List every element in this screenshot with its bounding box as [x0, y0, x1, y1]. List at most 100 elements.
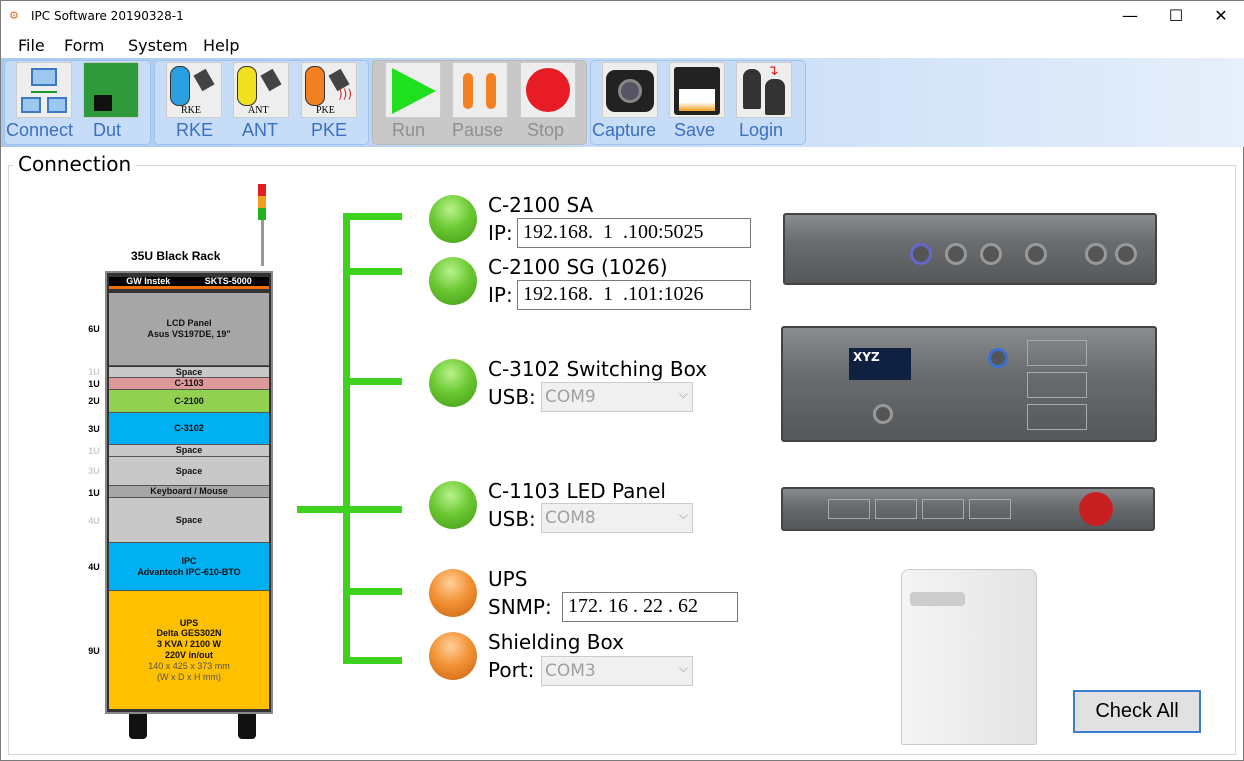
ip-input-c2100-sg[interactable]: 192.168. 1 .101:1026 — [517, 280, 751, 310]
capture-button[interactable] — [602, 62, 658, 118]
run-label: Run — [392, 120, 426, 140]
device-name: C-1103 LED Panel — [488, 479, 666, 503]
minimize-button[interactable]: — — [1122, 6, 1138, 25]
emergency-stop-icon — [1079, 492, 1113, 526]
pke-tag: PKE — [316, 105, 335, 116]
pause-button[interactable] — [452, 62, 508, 118]
device-name: Shielding Box — [488, 630, 624, 654]
status-led-ups — [429, 569, 477, 617]
field-label: Port: — [488, 658, 535, 682]
signal-tower-icon — [258, 184, 266, 220]
device-name: UPS — [488, 567, 528, 591]
device-name: C-2100 SG (1026) — [488, 255, 668, 279]
rack-diagram — [81, 181, 281, 741]
menu-help[interactable]: Help — [203, 36, 240, 55]
pause-icon — [463, 73, 473, 109]
check-all-button[interactable]: Check All — [1073, 690, 1201, 733]
save-button[interactable] — [669, 62, 725, 118]
pke-button[interactable]: )))PKE — [301, 62, 357, 118]
app-icon: ⚙ — [9, 9, 19, 22]
slot-detail: Asus VS197DE, 19" — [147, 329, 231, 339]
rack-title: 35U Black Rack — [131, 249, 221, 263]
chevron-down-icon: ⌵ — [678, 508, 688, 522]
unit-label: 9U — [88, 646, 100, 656]
rack-slot-c1103: C-1103 — [109, 378, 269, 390]
menu-file[interactable]: File — [18, 36, 45, 55]
ant-button[interactable]: ANT — [233, 62, 289, 118]
bus-branch — [343, 213, 402, 220]
close-button[interactable]: ✕ — [1214, 6, 1228, 25]
field-label: IP: — [488, 283, 513, 307]
maximize-button[interactable]: ☐ — [1168, 6, 1184, 25]
connect-label: Connect — [6, 120, 74, 140]
connection-groupbox — [8, 165, 1236, 755]
unit-label: 4U — [88, 516, 100, 526]
dut-button[interactable] — [83, 62, 139, 118]
slot-detail: (W x D x H mm) — [157, 671, 221, 682]
dut-label: Dut — [93, 120, 122, 140]
camera-icon — [606, 70, 654, 112]
field-label: USB: — [488, 385, 536, 409]
status-led-c1103 — [429, 481, 477, 529]
rack-model: SKTS-5000 — [204, 276, 252, 287]
snmp-input-ups[interactable]: 172. 16 . 22 . 62 — [562, 592, 738, 622]
key-fob-icon — [193, 68, 215, 92]
login-button[interactable]: ↴ — [736, 62, 792, 118]
ups-device-image — [901, 569, 1037, 745]
rack-slot-space: Space — [109, 457, 269, 486]
unit-label: 1U — [88, 367, 100, 377]
bus-branch — [343, 378, 402, 385]
slot-label: Space — [175, 366, 203, 377]
slot-detail: Delta GES302N — [156, 628, 222, 639]
slot-label: Keyboard / Mouse — [150, 486, 228, 497]
slot-label: Space — [175, 445, 203, 456]
rack-brand: GW Instek — [126, 276, 171, 287]
ant-label: ANT — [242, 120, 278, 140]
window-title: IPC Software 20190328-1 — [31, 9, 184, 23]
ip-input-c2100-sa[interactable]: 192.168. 1 .100:5025 — [517, 218, 751, 248]
status-led-c2100-sg — [429, 257, 477, 305]
field-label: IP: — [488, 221, 513, 245]
unit-label: 2U — [88, 396, 100, 406]
slot-label: C-1103 — [174, 378, 204, 389]
lcd-screen: XYZ — [849, 348, 911, 380]
bus-branch — [343, 268, 402, 275]
status-led-shielding-box — [429, 632, 477, 680]
selected-value: COM9 — [545, 387, 596, 407]
slot-detail: 3 KVA / 2100 W — [156, 639, 222, 650]
floppy-disk-icon — [674, 67, 720, 115]
car-blue-icon — [170, 66, 190, 106]
rack-header: GW Instek SKTS-5000 — [109, 276, 269, 289]
slot-detail: 140 x 425 x 373 mm — [148, 660, 230, 671]
rke-label: RKE — [176, 120, 214, 140]
com-select-shielding-box[interactable]: COM3⌵ — [541, 656, 693, 686]
unit-label: 3U — [88, 466, 100, 476]
menu-system[interactable]: System — [128, 36, 188, 55]
rack-slot-space: Space — [109, 445, 269, 457]
toolbar: Connect Dut RKE ANT )))PKE RKE ANT PKE R… — [1, 58, 1244, 147]
slot-label: C-3102 — [174, 423, 204, 434]
com-select-c3102[interactable]: COM9⌵ — [541, 382, 693, 412]
field-label: SNMP: — [488, 595, 552, 619]
slot-label: IPC — [181, 555, 197, 566]
unit-label: 6U — [88, 324, 100, 334]
unit-label: 4U — [88, 562, 100, 572]
unit-label: 1U — [88, 379, 100, 389]
selected-value: COM8 — [545, 508, 596, 528]
unit-label: 1U — [88, 488, 100, 498]
com-select-c1103[interactable]: COM8 ⌵ — [541, 503, 693, 533]
car-orange-icon — [305, 66, 325, 106]
slot-label: Space — [175, 465, 203, 476]
stop-button[interactable] — [520, 62, 576, 118]
rke-button[interactable]: RKE — [166, 62, 222, 118]
rack-slot-space: Space — [109, 498, 269, 543]
pause-label: Pause — [452, 120, 504, 140]
run-button[interactable] — [385, 62, 441, 118]
connect-button[interactable] — [16, 62, 72, 118]
unit-label: 3U — [88, 424, 100, 434]
status-led-c2100-sa — [429, 195, 477, 243]
menu-form[interactable]: Form — [64, 36, 105, 55]
slot-label: UPS — [179, 617, 199, 628]
rack-slot-c3102: C-3102 — [109, 413, 269, 445]
